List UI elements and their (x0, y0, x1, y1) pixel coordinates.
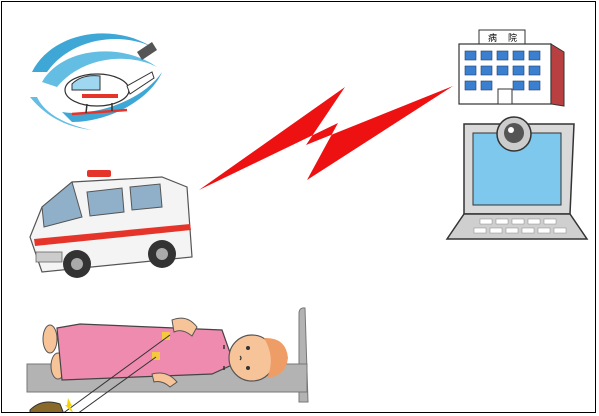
diagram-canvas: 病 院 (2, 2, 596, 413)
hospital-sign-char-2: 院 (508, 32, 517, 44)
helicopter-icon (30, 33, 162, 130)
lightning-signal-icon (199, 86, 453, 190)
hospital-icon: 病 院 (459, 30, 564, 106)
patient-on-bed-icon (27, 308, 308, 413)
vital-monitor-icon (30, 398, 74, 413)
laptop-webcam-icon (447, 117, 587, 239)
ambulance-icon (30, 170, 192, 278)
hospital-sign-char-1: 病 (488, 32, 497, 44)
